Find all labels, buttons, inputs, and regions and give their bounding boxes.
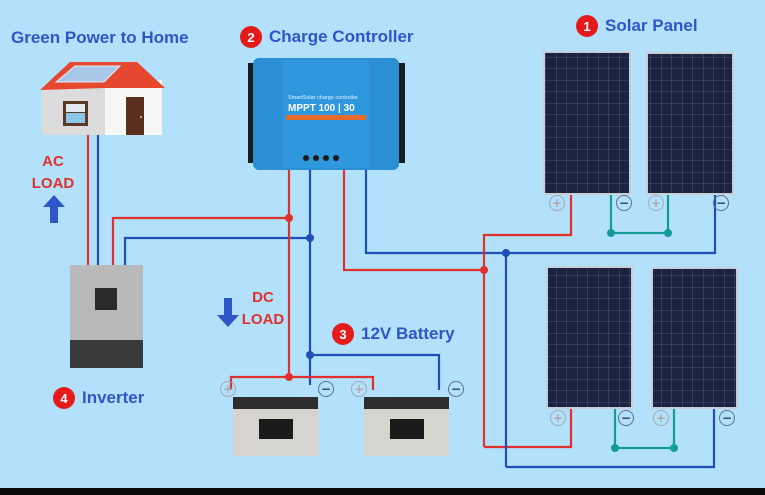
wire-junctions xyxy=(285,214,678,452)
positive-terminal-icon: + xyxy=(351,381,367,397)
ac-load-up-arrow-icon xyxy=(43,195,65,223)
negative-terminal-icon: − xyxy=(448,381,464,397)
dc-load-down-arrow-icon xyxy=(217,298,239,327)
positive-terminal-icon: + xyxy=(549,195,565,211)
title-green-power-to-home: Green Power to Home xyxy=(11,28,189,47)
solar-panel-4 xyxy=(651,267,738,409)
label-text: Inverter xyxy=(82,388,145,407)
label-text: 12V Battery xyxy=(361,324,455,343)
controller-model-text: MPPT 100 | 30 xyxy=(288,103,355,114)
label-text: Solar Panel xyxy=(605,16,698,35)
dc-load-line2: LOAD xyxy=(241,311,285,328)
house-illustration xyxy=(40,62,165,135)
solar-panel-1 xyxy=(543,51,631,195)
battery-1 xyxy=(233,397,318,456)
label-inverter: 4 Inverter xyxy=(53,387,144,409)
ac-load-line1: AC xyxy=(42,153,64,170)
badge-3: 3 xyxy=(332,323,354,345)
negative-terminal-icon: − xyxy=(318,381,334,397)
badge-4: 4 xyxy=(53,387,75,409)
bottom-bar xyxy=(0,488,765,495)
label-12v-battery: 3 12V Battery xyxy=(332,323,455,345)
badge-1: 1 xyxy=(576,15,598,37)
inverter xyxy=(70,265,143,368)
solar-panel-2 xyxy=(646,52,734,195)
positive-terminal-icon: + xyxy=(648,195,664,211)
battery-2 xyxy=(364,397,449,456)
wires xyxy=(86,135,717,469)
solar-panel-3 xyxy=(546,266,633,409)
dc-load-label: DC LOAD xyxy=(238,287,288,331)
positive-terminal-icon: + xyxy=(653,410,669,426)
positive-terminal-icon: + xyxy=(550,410,566,426)
positive-terminal-icon: + xyxy=(220,381,236,397)
badge-2: 2 xyxy=(240,26,262,48)
label-text: Charge Controller xyxy=(269,27,414,46)
negative-terminal-icon: − xyxy=(618,410,634,426)
label-solar-panel: 1 Solar Panel xyxy=(576,15,698,37)
ac-load-line2: LOAD xyxy=(31,175,75,192)
label-charge-controller: 2 Charge Controller xyxy=(240,26,414,48)
negative-terminal-icon: − xyxy=(713,195,729,211)
negative-terminal-icon: − xyxy=(719,410,735,426)
controller-brand-text: SmartSolar charge controller xyxy=(288,95,358,101)
negative-terminal-icon: − xyxy=(616,195,632,211)
charge-controller xyxy=(248,58,405,170)
ac-load-label: AC LOAD xyxy=(28,151,78,195)
dc-load-line1: DC xyxy=(252,289,274,306)
